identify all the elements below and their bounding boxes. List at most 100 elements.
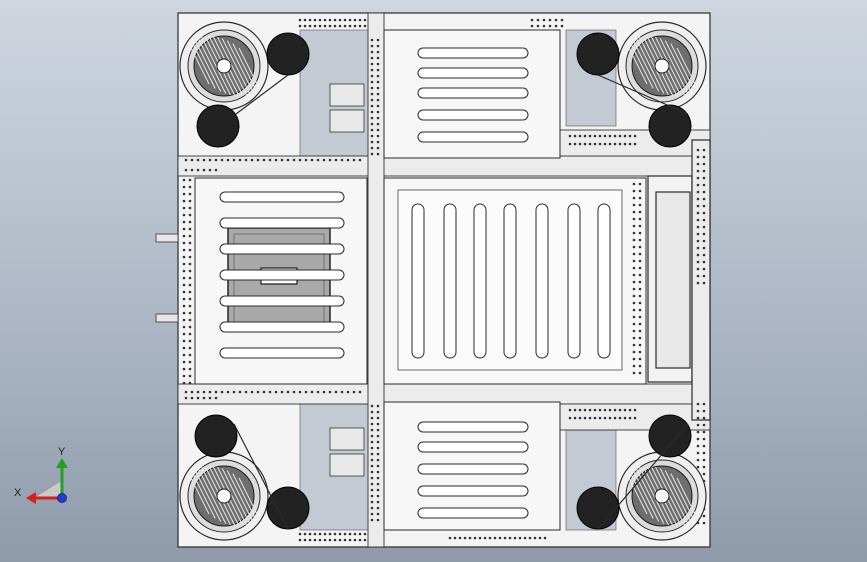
mount-hole [353, 538, 357, 542]
mount-hole [702, 162, 706, 166]
mount-hole [632, 210, 636, 214]
mount-hole [632, 266, 636, 270]
roller-line [238, 47, 258, 85]
mount-hole [343, 18, 347, 22]
mount-hole [583, 408, 587, 412]
mount-hole [696, 458, 700, 462]
roller-line [628, 47, 648, 85]
mount-hole [376, 470, 380, 474]
mount-hole [623, 142, 627, 146]
roller-line [194, 470, 222, 522]
mount-hole [370, 452, 374, 456]
mount-hole [548, 18, 552, 22]
mount-hole [638, 259, 642, 263]
mount-hole [702, 402, 706, 406]
mount-hole [370, 122, 374, 126]
mount-hole [568, 142, 572, 146]
plate-slot [417, 463, 529, 475]
mount-hole [298, 158, 302, 162]
mount-hole [376, 122, 380, 126]
mount-hole [343, 538, 347, 542]
mount-hole [376, 116, 380, 120]
mount-hole [182, 192, 186, 196]
mount-hole [376, 512, 380, 516]
mount-hole [313, 538, 317, 542]
mount-hole [702, 416, 706, 420]
mount-hole [188, 248, 192, 252]
mount-hole [583, 142, 587, 146]
mount-hole [376, 500, 380, 504]
mount-hole [214, 168, 218, 172]
mount-hole [608, 416, 612, 420]
wheel-assemblies [179, 21, 707, 541]
mount-hole [190, 158, 194, 162]
y-axis-head [56, 458, 68, 468]
mount-hole [208, 396, 212, 400]
mount-hole [182, 262, 186, 266]
mount-hole [303, 24, 307, 28]
mount-hole [628, 416, 632, 420]
mount-hole [370, 98, 374, 102]
roller-line [632, 40, 660, 92]
mount-hole [536, 18, 540, 22]
mount-hole [280, 390, 284, 394]
mount-hole [623, 416, 627, 420]
mount-hole [182, 360, 186, 364]
mount-hole [370, 494, 374, 498]
side-handle[interactable] [647, 139, 711, 421]
mount-hole [578, 134, 582, 138]
mount-hole [268, 158, 272, 162]
mount-hole [702, 190, 706, 194]
mount-hole [188, 178, 192, 182]
mount-hole [188, 318, 192, 322]
roller-line [201, 466, 231, 526]
mount-hole [573, 416, 577, 420]
mount-hole [328, 532, 332, 536]
roller-line [655, 466, 685, 526]
mount-hole [226, 390, 230, 394]
mount-hole [376, 86, 380, 90]
deck-slot [219, 321, 345, 333]
drive-motor [648, 414, 692, 458]
mount-hole [188, 192, 192, 196]
mount-hole [318, 24, 322, 28]
mount-hole [632, 224, 636, 228]
mount-hole [310, 158, 314, 162]
mount-hole [182, 339, 186, 343]
mount-hole [376, 104, 380, 108]
mount-hole [696, 444, 700, 448]
mount-hole [376, 128, 380, 132]
mount-hole [250, 158, 254, 162]
mount-hole [348, 18, 352, 22]
mount-hole [376, 44, 380, 48]
mount-hole [333, 18, 337, 22]
mount-hole [632, 238, 636, 242]
mount-hole [376, 446, 380, 450]
mount-hole [542, 18, 546, 22]
mount-hole [298, 390, 302, 394]
mount-hole [638, 231, 642, 235]
mount-hole [578, 416, 582, 420]
mount-hole [238, 158, 242, 162]
mount-hole [188, 367, 192, 371]
mount-hole [376, 98, 380, 102]
mount-hole [286, 158, 290, 162]
mount-hole [702, 246, 706, 250]
mount-hole [182, 227, 186, 231]
mount-hole [376, 92, 380, 96]
mount-hole [696, 423, 700, 427]
mount-hole [696, 225, 700, 229]
mount-hole [702, 409, 706, 413]
drive-motor [576, 486, 620, 530]
belt [235, 74, 289, 115]
roller-line [192, 473, 216, 519]
mount-hole [513, 536, 517, 540]
mount-hole [323, 24, 327, 28]
vertical-slot [411, 203, 425, 359]
mount-hole [338, 18, 342, 22]
mount-hole [696, 197, 700, 201]
mount-hole [182, 185, 186, 189]
mount-hole [702, 444, 706, 448]
